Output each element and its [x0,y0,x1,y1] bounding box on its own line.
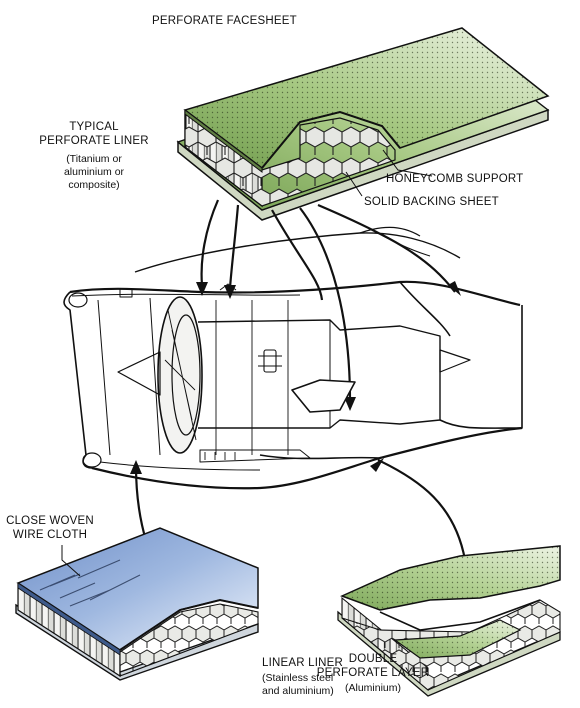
label-typical-liner-sub-2: aluminium or [63,166,125,178]
label-double-perforate-2: PERFORATE LAYER [316,667,430,679]
label-linear-liner-sub-2: and aluminium) [262,685,334,697]
label-linear-liner: LINEAR LINER [262,657,344,669]
linear-liner-panel [15,527,259,681]
label-double-perforate-sub: (Aluminium) [344,682,401,694]
leader-wire-cloth [61,545,81,577]
leader-backing [345,171,363,197]
label-double-perforate-1: DOUBLE [348,653,398,665]
leader-honeycomb [382,149,433,177]
label-linear-liner-sub-1: (Stainless steel [262,672,334,684]
label-solid-backing-sheet: SOLID BACKING SHEET [364,196,499,208]
label-typical-liner-sub-3: composite) [68,179,120,191]
label-typical-liner-1: TYPICAL [69,121,119,133]
label-honeycomb-support: HONEYCOMB SUPPORT [386,173,524,185]
label-close-woven-1: CLOSE WOVEN [6,515,94,527]
top-liner-panel [176,27,550,221]
label-close-woven-2: WIRE CLOTH [12,529,88,541]
label-perforate-facesheet: PERFORATE FACESHEET [152,15,297,27]
bottom-arrowheads [130,458,384,474]
engine-nacelle [63,226,523,490]
label-typical-liner-sub-1: (Titanium or [66,153,122,165]
top-panel-arrows [200,199,456,401]
label-typical-liner-2: PERFORATE LINER [39,135,149,147]
double-perforate-panel [337,545,561,697]
